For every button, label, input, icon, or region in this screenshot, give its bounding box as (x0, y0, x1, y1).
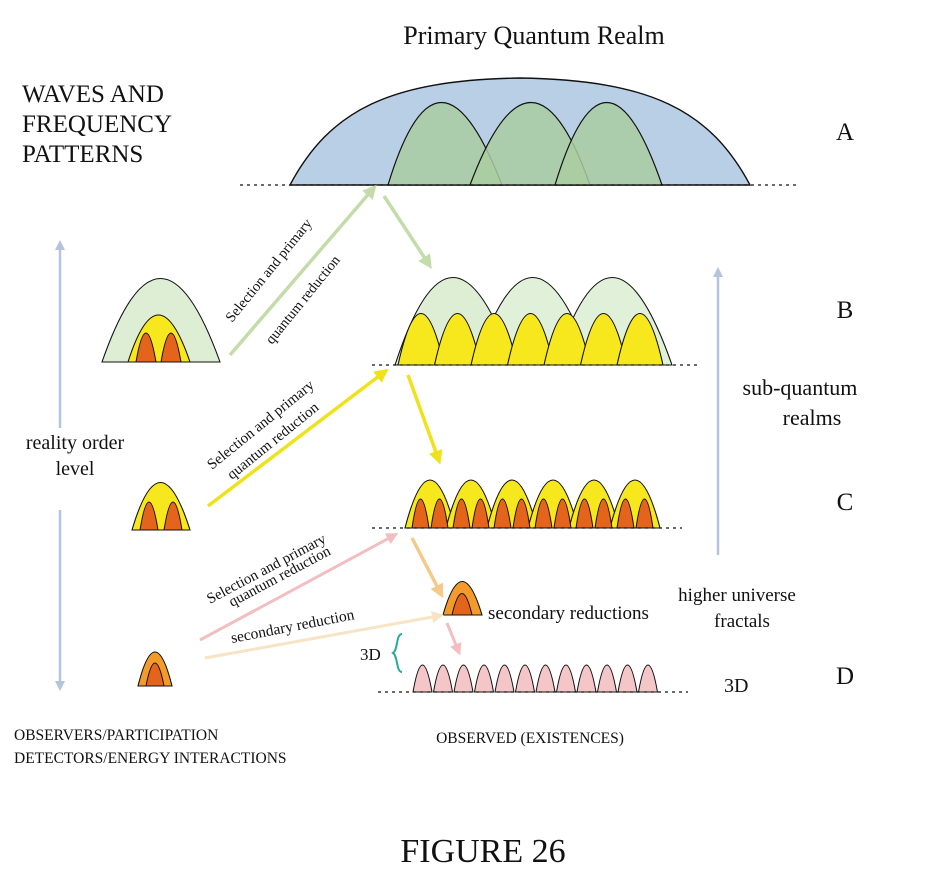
green-wave-3 (554, 102, 663, 186)
label-3d-right: 3D (724, 675, 748, 697)
level-label-b: B (837, 297, 854, 324)
c-orange-peak (512, 498, 531, 529)
figure-caption: FIGURE 26 (400, 833, 565, 870)
d-pink-wave (494, 664, 515, 693)
c-yellow-waves (404, 479, 661, 529)
reality-order-line-2: level (56, 458, 95, 480)
sub-quantum-line-2: realms (783, 405, 842, 430)
observed-label: OBSERVED (EXISTENCES) (436, 730, 624, 747)
secondary-reductions-label: secondary reductions (488, 603, 649, 624)
d-pink-wave (453, 664, 474, 693)
waves-heading-line-3: PATTERNS (22, 141, 143, 168)
observers-line-1: OBSERVERS/PARTICIPATION (14, 727, 218, 744)
c-orange-peak (635, 498, 654, 529)
arrow-observer-to-a (228, 184, 377, 357)
c-orange-peak (471, 498, 490, 529)
arrow-observer-to-b (206, 368, 389, 508)
b-yellow-waves (397, 313, 664, 366)
level-label-c: C (837, 489, 854, 516)
observers-line-2: DETECTORS/ENERGY INTERACTIONS (14, 750, 287, 767)
level-label-d: D (836, 663, 854, 690)
c-orange-peak (452, 498, 471, 529)
observer-wave-d (137, 651, 173, 687)
level-c-realm (372, 479, 682, 529)
higher-fractals-line-2: fractals (714, 611, 770, 632)
c-yellow-wave (609, 479, 661, 529)
d-pink-wave (596, 664, 618, 693)
d-pink-wave (473, 664, 495, 693)
arrow-c-to-secondary (410, 537, 444, 599)
c-orange-peak (411, 498, 430, 529)
d-pink-wave (432, 664, 454, 693)
d-pink-wave (535, 664, 556, 693)
arrow-b-to-c (406, 374, 443, 465)
sub-quantum-line-1: sub-quantum (743, 375, 858, 400)
c-orange-peak (616, 498, 635, 529)
c-orange-peak (534, 498, 553, 529)
level-a-realm (240, 77, 800, 186)
d-pink-wave (576, 664, 597, 693)
d-pink-wave (617, 664, 638, 693)
3d-bracket (391, 633, 403, 673)
c-orange-peak (594, 498, 613, 529)
level-d-realm (378, 633, 688, 693)
c-orange-peak (493, 498, 512, 529)
level-label-a: A (836, 119, 854, 146)
arrow-secondary-to-d (445, 622, 462, 656)
waves-heading-line-1: WAVES AND (22, 81, 164, 108)
observer-wave-c (131, 482, 191, 531)
secondary-wave (442, 581, 483, 616)
observer-wave-b (101, 278, 221, 363)
d-pink-wave (514, 664, 536, 693)
arrow-observer-to-secondary (204, 611, 444, 660)
diagram-title: Primary Quantum Realm (403, 21, 664, 50)
arrow-a-to-b (382, 195, 432, 269)
higher-fractals-line-1: higher universe (678, 585, 796, 606)
level-b-realm (372, 277, 700, 366)
d-pink-wave (637, 664, 659, 693)
waves-heading-line-2: FREQUENCY (22, 111, 172, 138)
c-orange-peak (575, 498, 594, 529)
d-pink-wave (555, 664, 577, 693)
reality-order-line-1: reality order (26, 432, 125, 454)
label-3d-left: 3D (360, 645, 381, 664)
c-orange-peak (553, 498, 572, 529)
b-yellow-wave (616, 313, 664, 366)
d-pink-wave (412, 664, 433, 693)
d-pink-waves (412, 664, 659, 693)
arrow-observer-to-c (199, 533, 399, 642)
c-orange-peak (430, 498, 449, 529)
